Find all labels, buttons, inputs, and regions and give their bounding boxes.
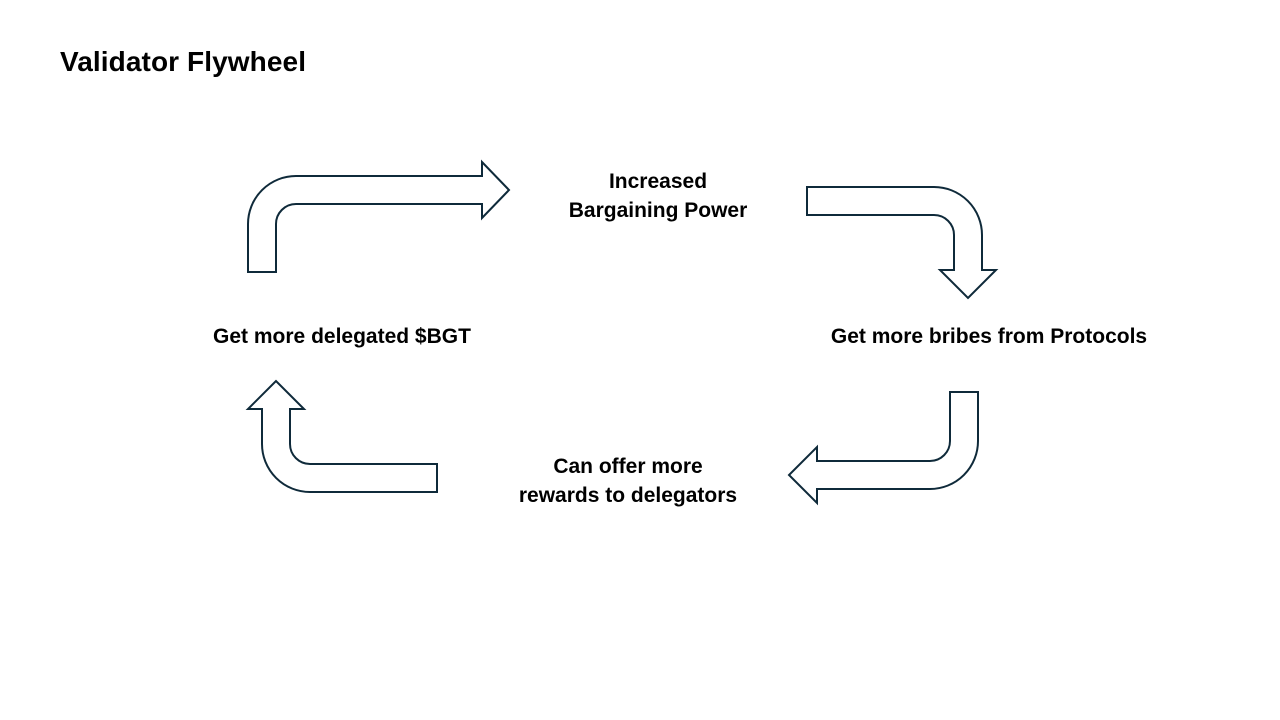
node-more-delegated-bgt: Get more delegated $BGT — [180, 322, 504, 351]
diagram-title: Validator Flywheel — [60, 46, 307, 77]
node-top-line2: Bargaining Power — [568, 199, 748, 222]
node-bottom-line2: rewards to delegators — [518, 484, 738, 507]
arrow-top-to-right — [806, 186, 999, 300]
node-increased-bargaining-power: Increased Bargaining Power — [548, 167, 768, 225]
node-more-bribes: Get more bribes from Protocols — [800, 322, 1178, 351]
node-left-text: Get more delegated $BGT — [213, 325, 471, 348]
node-top-line1: Increased — [608, 170, 708, 193]
arrow-left-to-top — [247, 159, 511, 273]
arrow-right-to-bottom — [787, 391, 979, 506]
node-bottom-line1: Can offer more — [553, 455, 703, 478]
node-offer-more-rewards: Can offer more rewards to delegators — [490, 452, 766, 510]
arrow-bottom-to-left — [245, 379, 438, 493]
node-right-text: Get more bribes from Protocols — [830, 325, 1148, 348]
